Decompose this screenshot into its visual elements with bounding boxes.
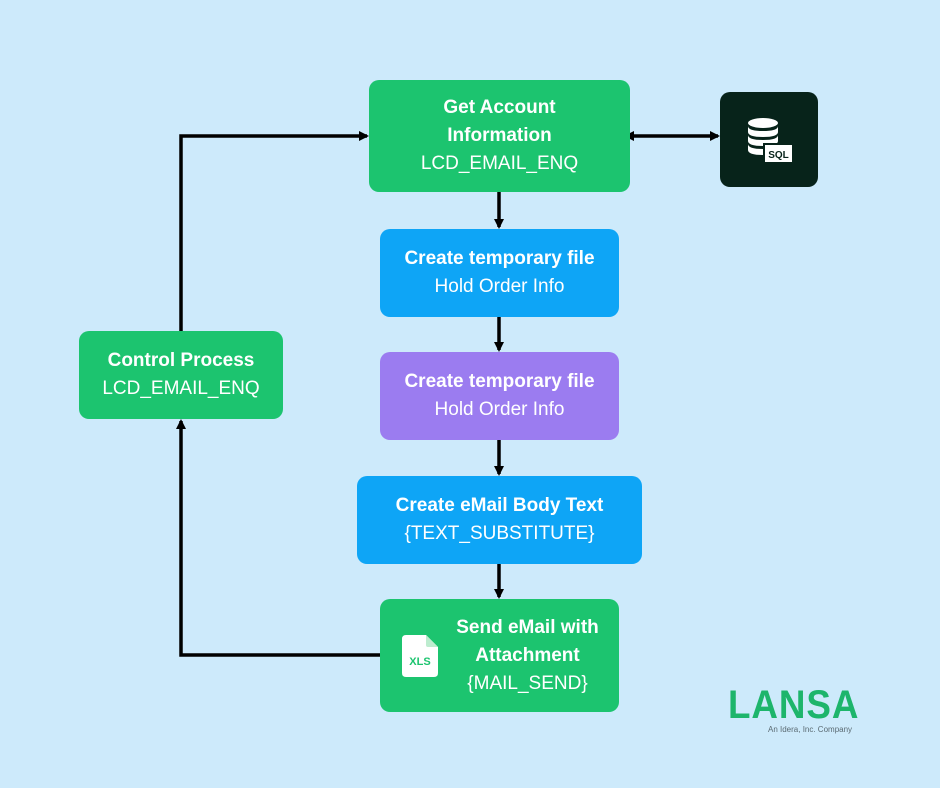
xls-icon-label: XLS bbox=[409, 656, 430, 668]
arrow-send-to-control bbox=[176, 419, 380, 657]
control-process-node: Control Process LCD_EMAIL_ENQ bbox=[79, 331, 283, 419]
sql-icon-label: SQL bbox=[768, 150, 789, 161]
send-email-title-line2: Attachment bbox=[475, 644, 580, 666]
send-email-title-line1: Send eMail with bbox=[456, 616, 599, 638]
email-body-subtitle: {TEXT_SUBSTITUTE} bbox=[404, 523, 595, 544]
send-email-node: XLS Send eMail with Attachment {MAIL_SEN… bbox=[380, 599, 619, 712]
get-account-title-line2: Information bbox=[447, 125, 552, 146]
get-account-title-line1: Get Account bbox=[443, 97, 556, 118]
lansa-logo: LANSA An Idera, Inc. Company bbox=[728, 685, 858, 737]
temp-file-1-subtitle: Hold Order Info bbox=[434, 276, 565, 297]
control-process-title: Control Process bbox=[107, 350, 255, 371]
temp-file-2-title: Create temporary file bbox=[404, 371, 595, 392]
temp-file-2-subtitle: Hold Order Info bbox=[434, 399, 565, 420]
temp-file-node-2: Create temporary file Hold Order Info bbox=[380, 352, 619, 440]
get-account-subtitle: LCD_EMAIL_ENQ bbox=[420, 153, 579, 174]
xls-file-icon: XLS bbox=[390, 633, 450, 679]
send-email-subtitle: {MAIL_SEND} bbox=[467, 672, 588, 694]
sql-database-icon: SQL bbox=[720, 92, 818, 187]
lansa-tagline: An Idera, Inc. Company bbox=[768, 725, 853, 734]
email-body-node: Create eMail Body Text {TEXT_SUBSTITUTE} bbox=[357, 476, 642, 564]
arrow-control-to-get bbox=[179, 131, 369, 331]
email-body-title: Create eMail Body Text bbox=[395, 495, 604, 516]
lansa-wordmark: LANSA bbox=[728, 683, 860, 727]
control-process-subtitle: LCD_EMAIL_ENQ bbox=[102, 378, 260, 399]
temp-file-node-1: Create temporary file Hold Order Info bbox=[380, 229, 619, 317]
temp-file-1-title: Create temporary file bbox=[404, 248, 595, 269]
get-account-node: Get Account Information LCD_EMAIL_ENQ bbox=[369, 80, 630, 192]
